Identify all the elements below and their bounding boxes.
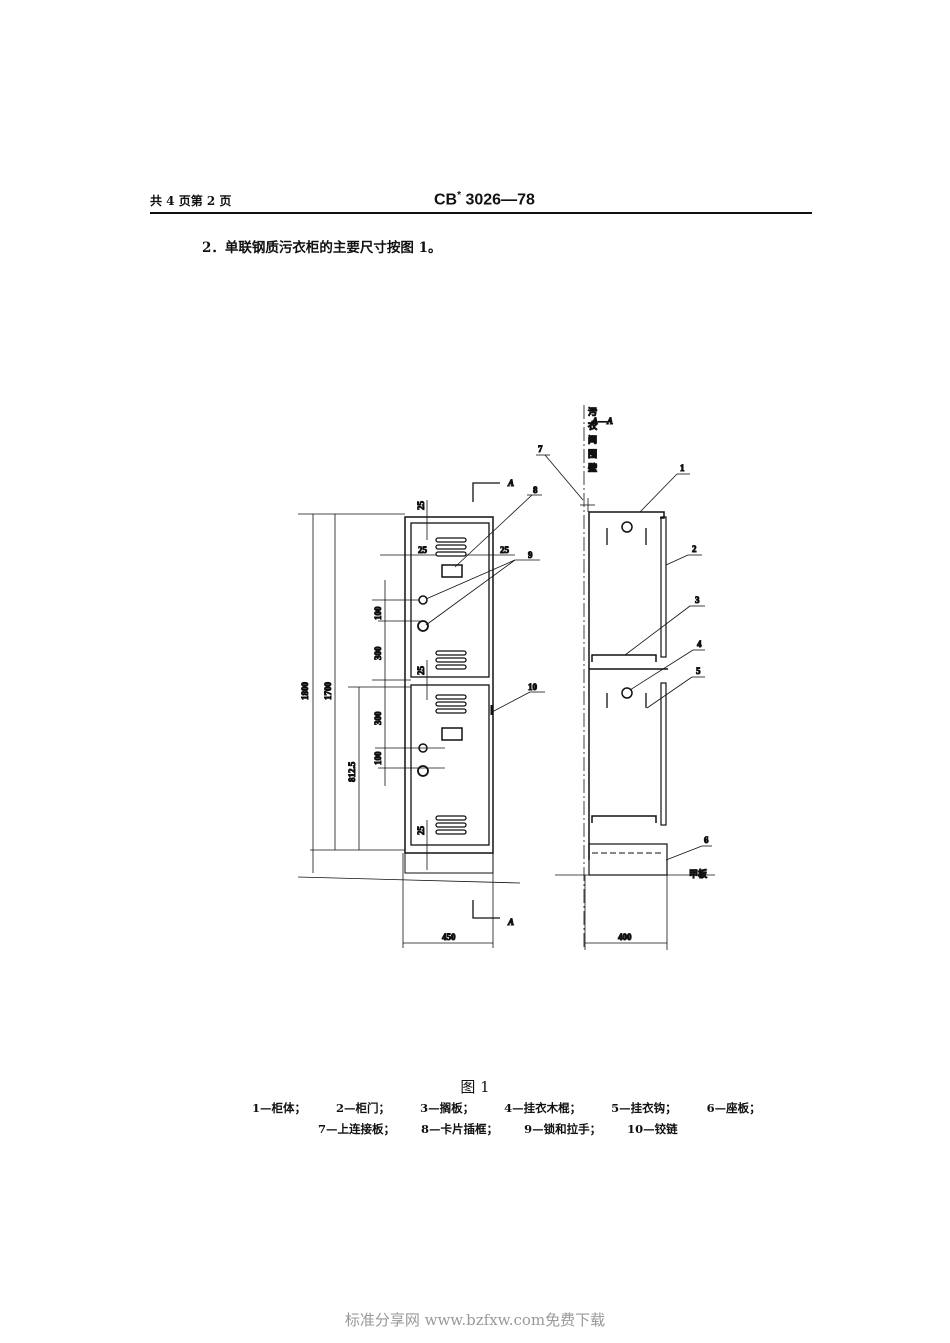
standard-code: 3026—78 [465, 191, 535, 209]
card-frame-upper [441, 564, 463, 578]
hanging-rod [621, 687, 633, 699]
legend-item: 9—锁和拉手； [524, 1122, 602, 1136]
callout-2: 2 [692, 544, 697, 554]
standard-star: * [457, 190, 462, 201]
lower-door [410, 684, 490, 846]
section-view: A—A 污 衣 间 围 壁 甲板 400 [536, 405, 715, 950]
legend-item: 4—挂衣木棍； [504, 1101, 582, 1115]
upper-door-section [660, 516, 667, 658]
dim-450: 450 [442, 932, 456, 942]
callout-8: 8 [533, 485, 538, 495]
dim-25: 25 [416, 501, 426, 511]
cabinet-base [404, 852, 494, 874]
figure-legend-line-2: 7—上连接板； 8—卡片插框； 9—锁和拉手； 10—铰链 [318, 1121, 700, 1137]
callout-3: 3 [695, 595, 700, 605]
lower-door-section [660, 682, 667, 826]
wall-label: 间 [588, 434, 597, 445]
dim-100: 100 [373, 751, 383, 765]
callout-6: 6 [704, 835, 709, 845]
front-view: 1800 1700 812.5 300 300 100 100 25 25 25… [297, 478, 545, 948]
legend-item: 10—铰链 [627, 1122, 678, 1136]
shelf [591, 815, 657, 823]
header-rule [150, 212, 812, 214]
dim-25: 25 [418, 545, 428, 555]
body-paragraph: 2．单联钢质污衣柜的主要尺寸按图 1。 [202, 240, 442, 256]
standard-prefix: CB [434, 191, 458, 209]
card-frame-lower [441, 727, 463, 741]
figure-legend-line-1: 1—柜体； 2—柜门； 3—搁板； 4—挂衣木棍； 5—挂衣钩； 6—座板； [252, 1100, 783, 1116]
cut-marker: A [507, 478, 514, 488]
callout-10: 10 [528, 682, 538, 692]
louvers [435, 537, 467, 835]
handle-icon [418, 595, 428, 605]
hanging-rod [621, 521, 633, 533]
callout-4: 4 [697, 639, 702, 649]
dim-300: 300 [373, 711, 383, 725]
dim-300: 300 [373, 646, 383, 660]
legend-item: 2—柜门； [336, 1101, 391, 1115]
dim-25: 25 [416, 826, 426, 836]
dim-100: 100 [373, 606, 383, 620]
cut-marker: A [507, 917, 514, 927]
wall-label: 污 [588, 406, 597, 417]
section-label: A—A [591, 416, 613, 426]
wall-label: 衣 [588, 420, 597, 431]
callout-numbers: 1 2 3 4 5 6 7 8 9 10 [528, 444, 710, 846]
page-count: 共 4 页第 2 页 [150, 194, 232, 208]
wall-label: 壁 [588, 462, 597, 473]
lock-icon [417, 620, 429, 632]
legend-item: 6—座板； [706, 1101, 761, 1115]
callout-9: 9 [528, 550, 533, 560]
dimension-lines [297, 482, 545, 948]
footer-watermark[interactable]: 标准分享网 www.bzfxw.com免费下载 [344, 1311, 606, 1329]
legend-item: 8—卡片插框； [421, 1122, 499, 1136]
dim-1700: 1700 [323, 682, 333, 701]
leaders [536, 454, 712, 861]
dim-400: 400 [618, 932, 632, 942]
legend-item: 7—上连接板； [318, 1122, 396, 1136]
floor-label: 甲板 [689, 868, 708, 879]
standard-number: CB* 3026—78 [434, 190, 535, 209]
callout-5: 5 [696, 666, 701, 676]
legend-item: 3—搁板； [420, 1101, 475, 1115]
wall-label: 围 [588, 449, 597, 459]
dim-1800: 1800 [300, 682, 310, 701]
figure-title: 图 1 [460, 1078, 490, 1096]
callout-1: 1 [680, 463, 685, 473]
legend-item: 1—柜体； [252, 1101, 307, 1115]
shelf [591, 654, 657, 662]
figure-drawing: 1800 1700 812.5 300 300 100 100 25 25 25… [297, 405, 715, 950]
dim-812-5: 812.5 [347, 761, 357, 782]
lock-icon [417, 765, 429, 777]
dim-25: 25 [500, 545, 510, 555]
seat-plate [588, 843, 668, 876]
callout-7: 7 [538, 444, 543, 454]
legend-item: 5—挂衣钩； [611, 1101, 677, 1115]
dim-25: 25 [416, 666, 426, 676]
cabinet-body [588, 511, 665, 860]
